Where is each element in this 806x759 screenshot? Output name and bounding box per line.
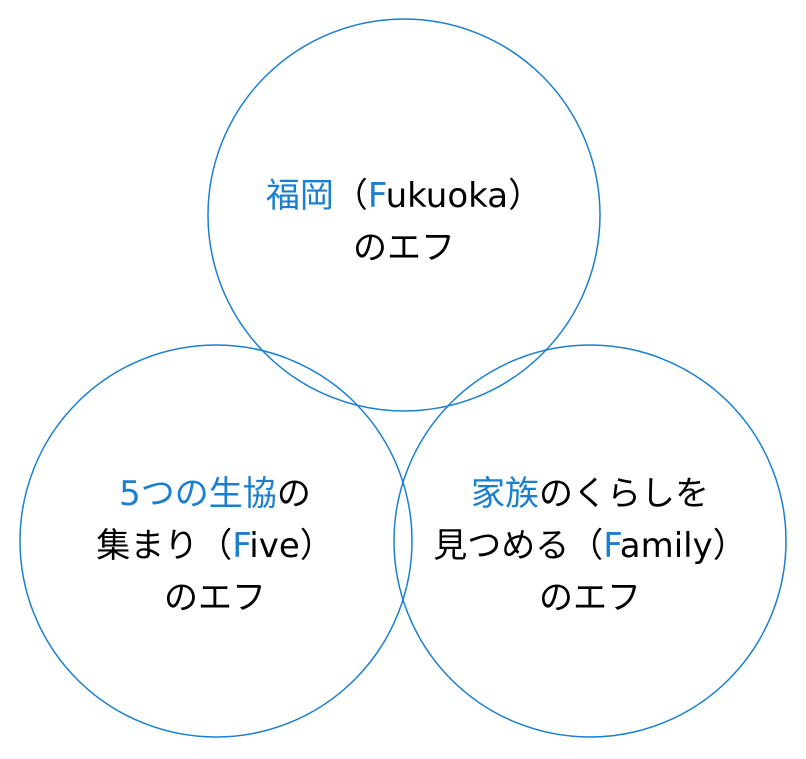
label-segment: （ xyxy=(333,176,368,216)
circle-top xyxy=(207,18,601,412)
label-line: 家族のくらしを xyxy=(410,468,770,520)
label-segment: 家族 xyxy=(471,474,539,514)
label-line: 福岡（Fukuoka） xyxy=(224,170,584,222)
label-segment: F xyxy=(367,176,386,216)
label-line: 見つめる（Family） xyxy=(410,520,770,572)
circle-right xyxy=(393,344,787,738)
label-segment: のエフ xyxy=(164,578,266,618)
label-family: 家族のくらしを 見つめる（Family） のエフ xyxy=(410,468,770,624)
label-line: のエフ xyxy=(224,222,584,274)
circle-left xyxy=(19,344,413,738)
label-segment: のくらしを xyxy=(539,474,709,514)
label-segment: のエフ xyxy=(353,228,455,268)
label-segment: F xyxy=(232,526,250,566)
label-fukuoka: 福岡（Fukuoka） のエフ xyxy=(224,170,584,274)
label-segment: 見つめる（ xyxy=(433,526,604,566)
label-segment: F xyxy=(603,526,620,566)
label-segment: ukuoka） xyxy=(385,176,543,216)
label-segment: のエフ xyxy=(539,578,641,618)
label-segment: 福岡 xyxy=(265,176,334,216)
label-line: 集まり（Five） xyxy=(35,520,395,572)
label-segment: amily） xyxy=(619,526,747,566)
label-segment: の xyxy=(276,474,311,514)
label-segment: 5つの生協 xyxy=(119,474,277,514)
label-line: のエフ xyxy=(35,572,395,624)
label-segment: 集まり（ xyxy=(96,526,233,566)
label-segment: ive） xyxy=(249,526,334,566)
label-line: のエフ xyxy=(410,572,770,624)
label-line: 5つの生協の xyxy=(35,468,395,520)
label-five: 5つの生協の 集まり（Five） のエフ xyxy=(35,468,395,624)
